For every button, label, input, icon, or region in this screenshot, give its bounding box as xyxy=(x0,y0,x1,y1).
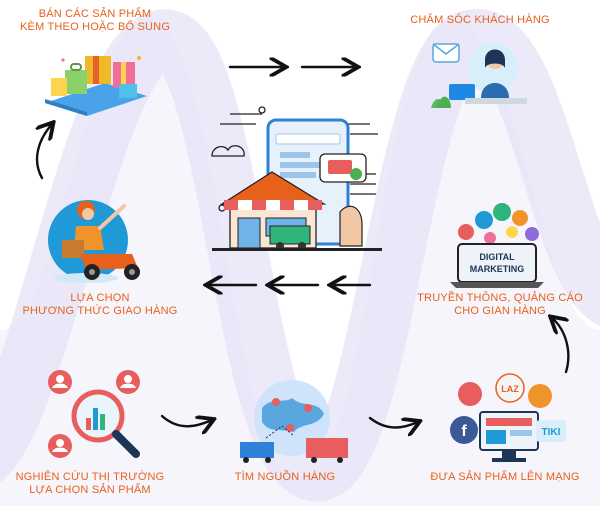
care-line1: CHĂM SÓC KHÁCH HÀNG xyxy=(410,14,550,26)
gifts-illustration xyxy=(45,56,147,116)
arrow-up-left xyxy=(37,124,52,180)
label-research: NGHIÊN CỨU THỊ TRƯỜNG LỰA CHỌN SẢN PHẨM xyxy=(5,471,175,497)
label-sourcing: TÌM NGUỒN HÀNG xyxy=(225,471,345,484)
delivery-line1: LỰA CHỌN xyxy=(70,292,130,304)
customer-care-illustration xyxy=(431,42,527,108)
facebook-text: f xyxy=(461,423,467,440)
online-store-illustration xyxy=(211,106,382,251)
arrow-up-right xyxy=(552,318,570,374)
sourcing-illustration xyxy=(240,380,348,463)
research-line1: NGHIÊN CỨU THỊ TRƯỜNG xyxy=(15,471,165,483)
arrow-bottom-1 xyxy=(160,414,212,426)
delivery-line2: PHƯƠNG THỨC GIAO HÀNG xyxy=(22,305,178,317)
label-online: ĐƯA SẢN PHẨM LÊN MẠNG xyxy=(415,471,595,484)
online-line1: ĐƯA SẢN PHẨM LÊN MẠNG xyxy=(430,471,580,483)
label-promote: TRUYỀN THÔNG, QUẢNG CÁO CHO GIAN HÀNG xyxy=(405,292,595,318)
research-line2: LỰA CHỌN SẢN PHẨM xyxy=(29,484,151,496)
marketplaces-illustration: LAZ f TIKI xyxy=(450,373,566,462)
upsell-line1: BÁN CÁC SẢN PHẨM xyxy=(38,8,152,20)
delivery-illustration xyxy=(48,200,140,283)
digital-text: DIGITAL xyxy=(479,252,515,262)
label-delivery: LỰA CHỌN PHƯƠNG THỨC GIAO HÀNG xyxy=(10,292,190,318)
promote-line2: CHO GIAN HÀNG xyxy=(454,305,546,317)
digital-marketing-illustration: DIGITAL MARKETING xyxy=(450,203,544,288)
lazada-text: LAZ xyxy=(501,384,519,394)
upsell-line2: KÈM THEO HOẶC BỔ SUNG xyxy=(20,21,171,33)
market-research-illustration xyxy=(48,370,140,458)
promote-line1: TRUYỀN THÔNG, QUẢNG CÁO xyxy=(417,292,583,304)
marketing-text: MARKETING xyxy=(470,264,525,274)
sourcing-line1: TÌM NGUỒN HÀNG xyxy=(234,471,336,483)
label-upsell: BÁN CÁC SẢN PHẨM KÈM THEO HOẶC BỔ SUNG xyxy=(20,8,170,34)
label-care: CHĂM SÓC KHÁCH HÀNG xyxy=(400,14,560,27)
arrow-bottom-2 xyxy=(368,416,418,428)
tiki-text: TIKI xyxy=(542,427,561,438)
